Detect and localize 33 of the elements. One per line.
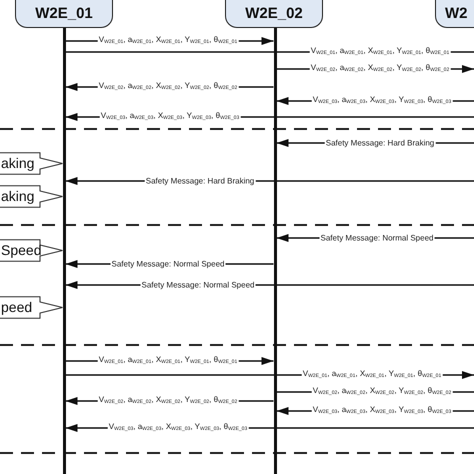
callout-text: aking	[1, 154, 34, 172]
message-label: V$_{W2E_01}$, a$_{W2E_01}$, X$_{W2E_01}$, Y$_{W2E_01}$, θ$_{W2E_01}$	[98, 355, 238, 367]
message-label: Safety Message: Hard Braking	[324, 138, 436, 148]
participant-label: W2E_01	[35, 5, 93, 22]
participant-header	[225, 0, 323, 28]
message-label: Safety Message: Normal Speed	[110, 260, 226, 268]
callout	[0, 185, 63, 208]
message-label: V$_{W2E_03}$, a$_{W2E_03}$, X$_{W2E_03}$, Y$_{W2E_03}$, θ$_{W2E_03}$	[312, 405, 452, 417]
message-label: V$_{W2E_01}$, a$_{W2E_01}$, X$_{W2E_01}$, Y$_{W2E_01}$, θ$_{W2E_01}$	[98, 35, 238, 47]
callout-text: peed	[1, 298, 32, 316]
lifeline	[62, 28, 66, 474]
participant-label: W2E_02	[245, 5, 303, 22]
participant-label: W2	[445, 5, 468, 22]
lifeline	[274, 28, 276, 474]
callout-text: aking	[1, 187, 34, 205]
message-label: Safety Message: Hard Braking	[144, 176, 256, 186]
participant-header	[435, 0, 474, 28]
callout	[0, 152, 63, 175]
message-label: V$_{W2E_02}$, a$_{W2E_02}$, X$_{W2E_02}$, Y$_{W2E_02}$, θ$_{W2E_02}$	[310, 63, 450, 75]
message-label: V$_{W2E_03}$, a$_{W2E_03}$, X$_{W2E_03}$, Y$_{W2E_03}$, θ$_{W2E_03}$	[108, 422, 248, 434]
callout-text: Speed	[1, 241, 42, 259]
message-label: V$_{W2E_01}$, a$_{W2E_01}$, X$_{W2E_01}$, Y$_{W2E_01}$, θ$_{W2E_01}$	[302, 369, 442, 381]
callout	[0, 296, 63, 319]
message-label: V$_{W2E_02}$, a$_{W2E_02}$, X$_{W2E_02}$, Y$_{W2E_02}$, θ$_{W2E_02}$	[98, 395, 238, 407]
participant-header	[15, 0, 113, 28]
callout	[0, 239, 63, 262]
message-label: V$_{W2E_01}$, a$_{W2E_01}$, X$_{W2E_01}$, Y$_{W2E_01}$, θ$_{W2E_01}$	[310, 46, 450, 58]
message-label: Safety Message: Normal Speed	[140, 280, 256, 290]
message-label: V$_{W2E_03}$, a$_{W2E_03}$, X$_{W2E_03}$, Y$_{W2E_03}$, θ$_{W2E_03}$	[312, 95, 452, 107]
message-label: V$_{W2E_02}$, a$_{W2E_02}$, X$_{W2E_02}$, Y$_{W2E_02}$, θ$_{W2E_02}$	[98, 81, 238, 93]
message-label: V$_{W2E_02}$, a$_{W2E_02}$, X$_{W2E_02}$, Y$_{W2E_02}$, θ$_{W2E_02}$	[312, 386, 452, 398]
message-label: Safety Message: Normal Speed	[320, 234, 434, 242]
message-label: V$_{W2E_03}$, a$_{W2E_03}$, X$_{W2E_03}$, Y$_{W2E_03}$, θ$_{W2E_03}$	[100, 111, 240, 123]
